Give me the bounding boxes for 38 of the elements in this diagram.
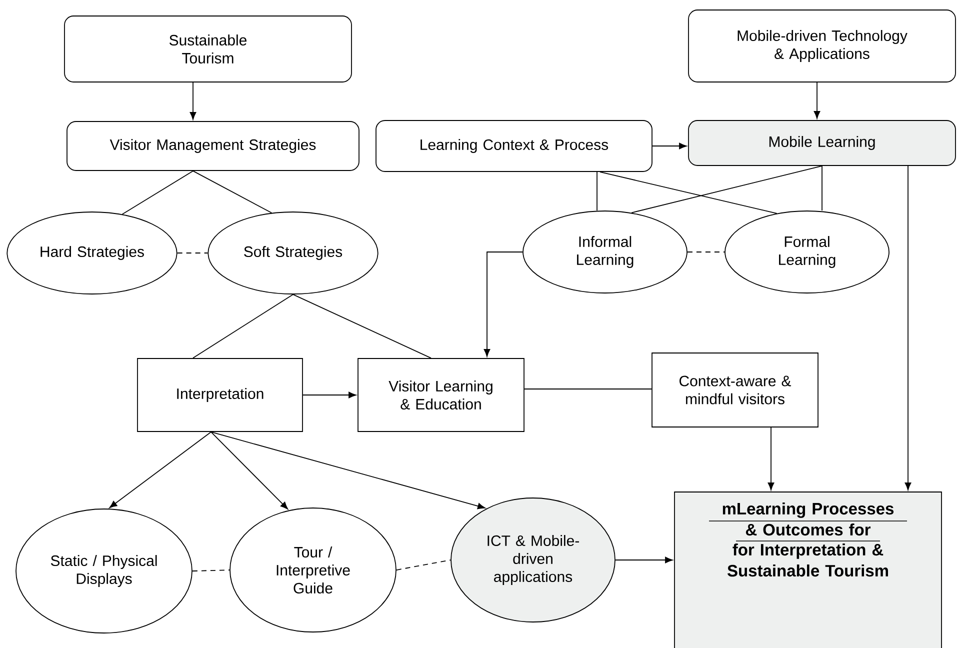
arrow [904,166,912,490]
dashed-line [176,252,208,254]
connector-line [600,172,778,214]
ellipse-node: Formal Learning [724,210,890,294]
connector-line [122,170,194,215]
rounded-box: Mobile-driven Technology & Applications [688,10,956,82]
arrow [484,252,523,357]
rounded-box: Visitor Management Strategies [66,121,360,171]
rounded-box: Sustainable Tourism [64,16,352,82]
dashed-line [396,560,451,570]
process-box: Context-aware & mindful visitors [652,352,818,428]
arrow [814,82,820,119]
ellipse-node: Hard Strategies [6,212,178,294]
arrow [190,82,196,120]
rounded-box: Mobile Learning [688,120,956,166]
connector-line [192,294,294,358]
outcome-box: mLearning Processes & Outcomes for for Interpretation & Sustainable Tourism [674,492,942,648]
ellipse-node: ICT & Mobile-driven applications [450,498,616,622]
process-box: Visitor Learning & Education [358,358,524,432]
arrow [615,556,673,564]
rounded-box: Learning Context & Process [376,120,652,172]
ellipse-node: Static / Physical Displays [16,508,192,634]
connector-line [292,294,432,358]
connector-line [524,388,652,390]
arrow [210,432,288,510]
arrow [652,142,687,150]
arrow [302,392,356,398]
arrow [768,427,774,490]
arrow [109,432,212,508]
dashed-line [192,570,230,572]
process-box: Interpretation [137,358,303,432]
connector-line [596,172,598,211]
ellipse-node: Tour / Interpretive Guide [230,508,396,632]
ellipse-node: Informal Learning [522,210,688,294]
ellipse-node: Soft Strategies [208,212,378,294]
connector-line [631,166,822,214]
arrow [210,432,486,510]
connector-line [192,170,272,214]
